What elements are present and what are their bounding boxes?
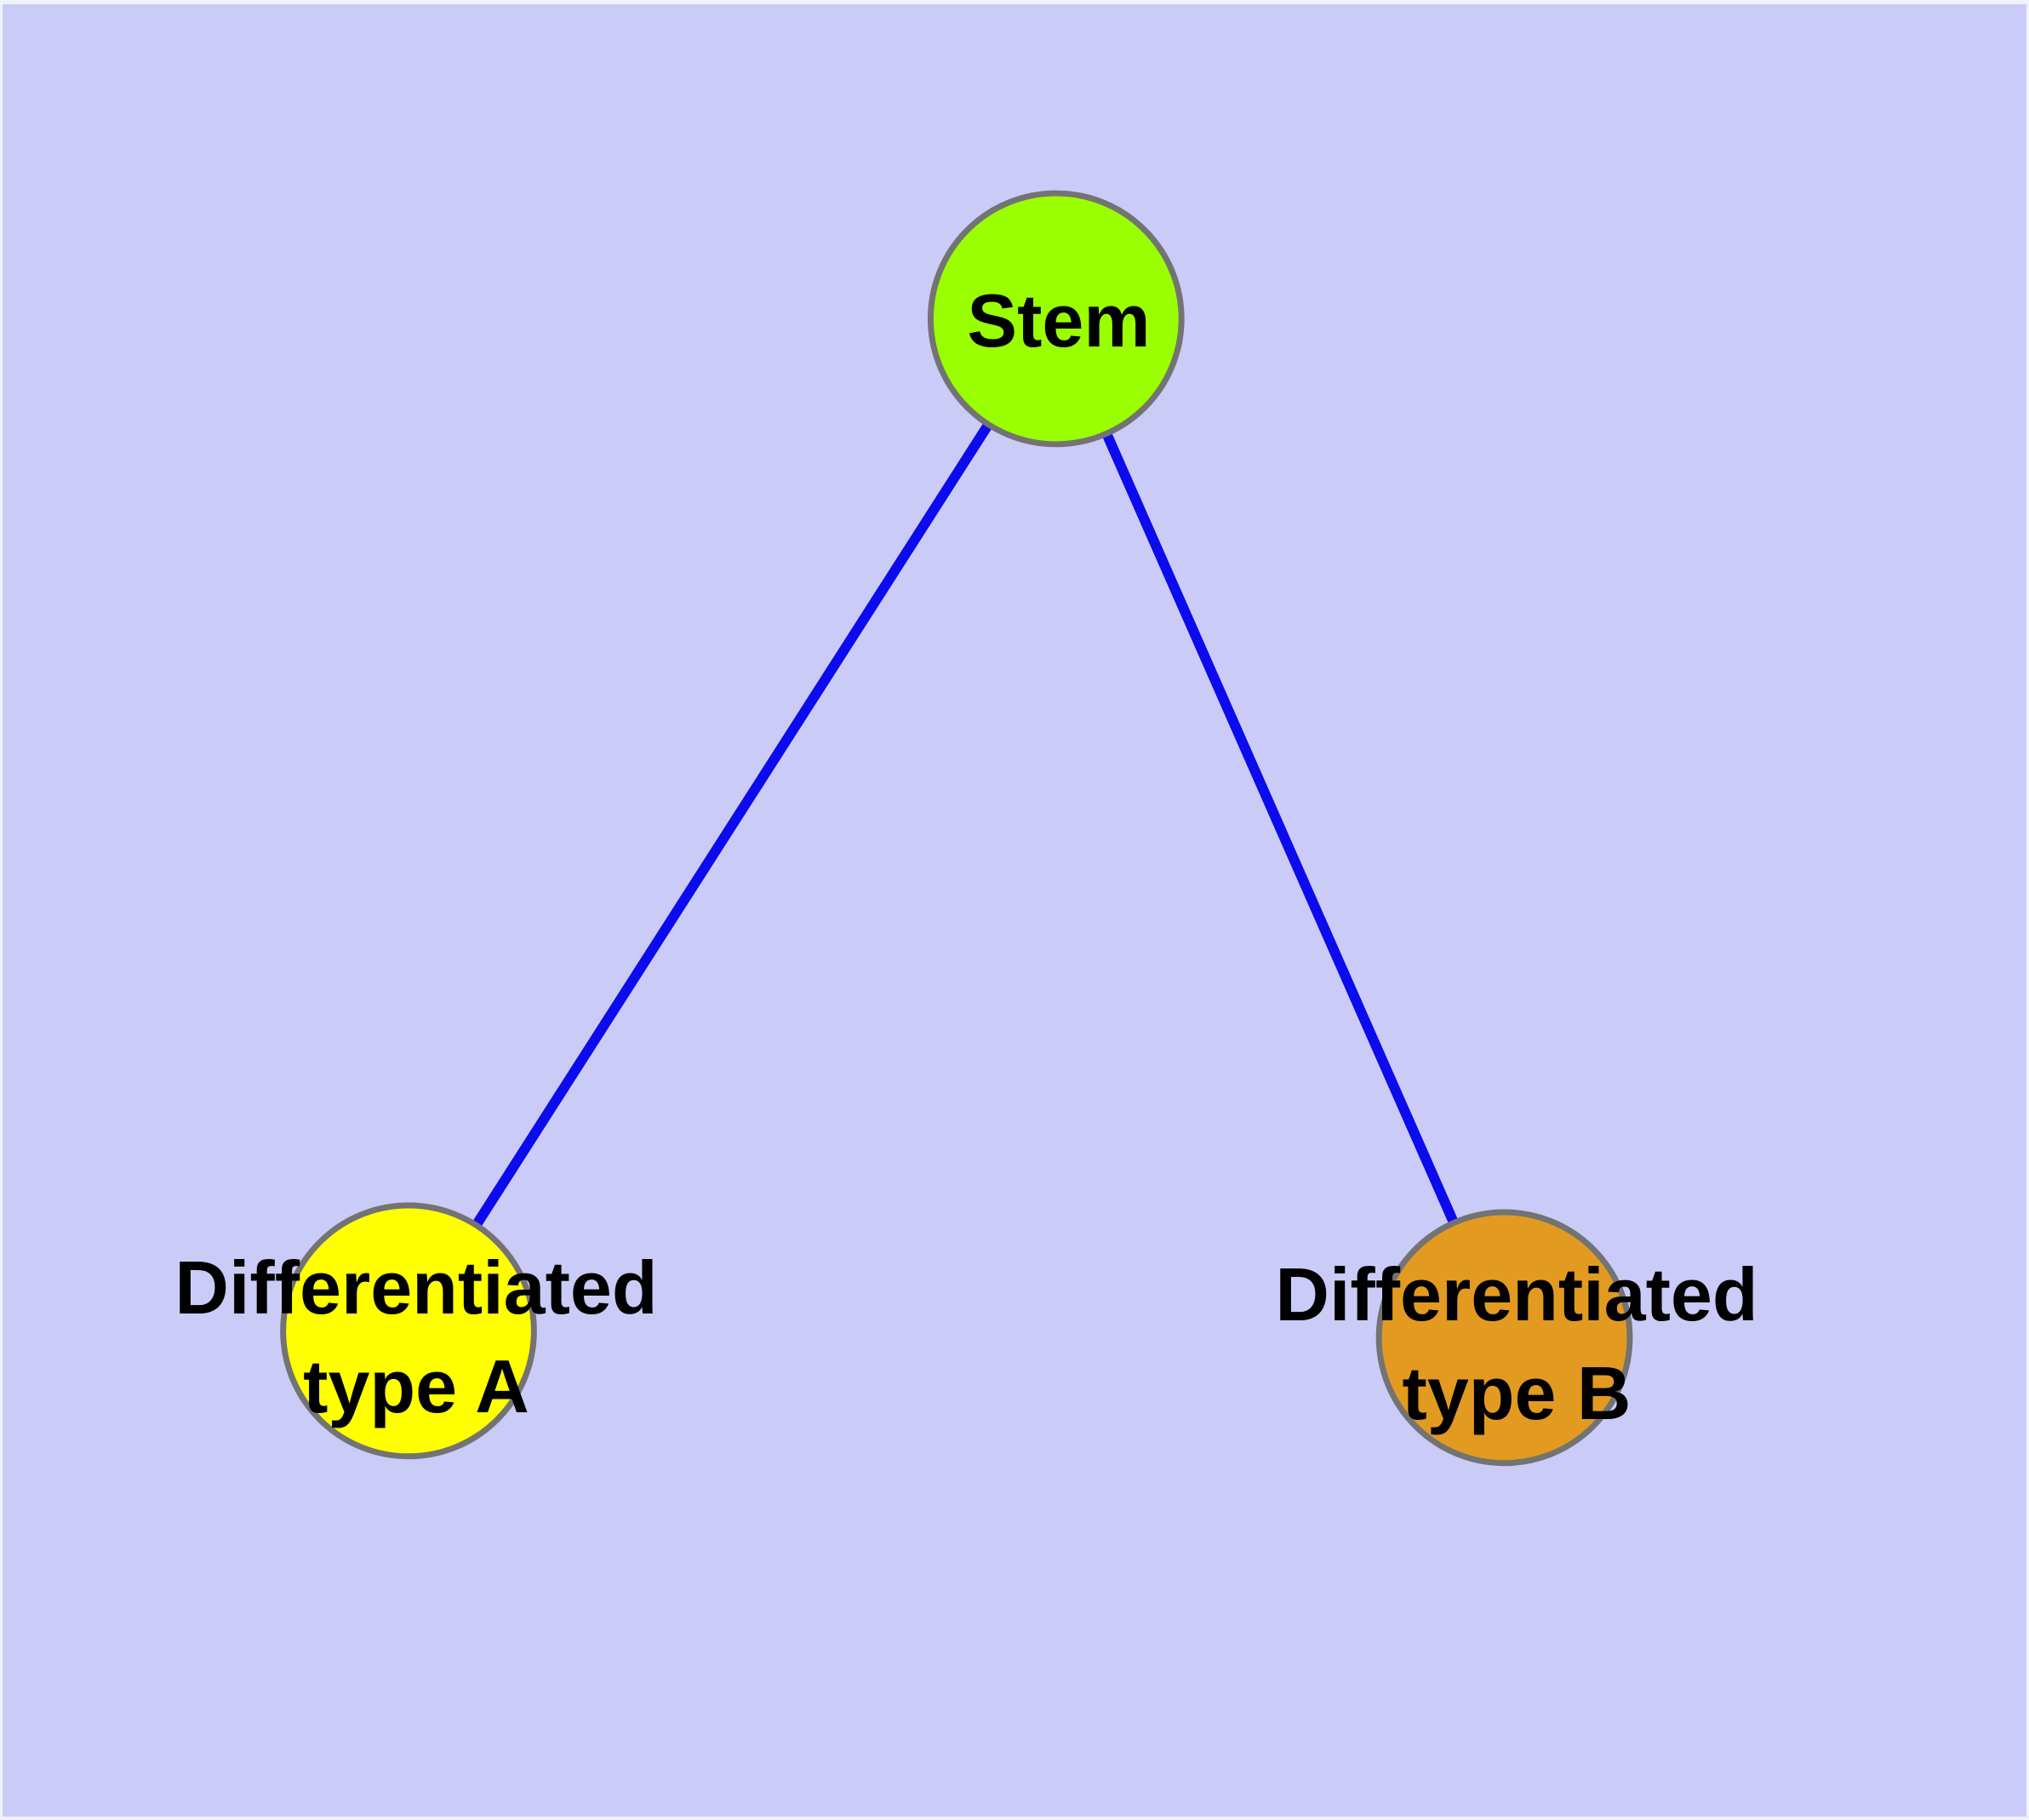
node-differentiated-type-a [280,1202,537,1460]
edge-stem-to-type-a [403,316,1060,1334]
node-type-a-label-line1: Differentiated [174,1245,658,1330]
node-type-a-label: Differentiated type A [174,1239,657,1436]
node-type-a-label-line2: type A [303,1344,529,1428]
node-stem [927,190,1185,448]
node-type-b-label: Differentiated type B [1275,1245,1758,1443]
node-type-b-label-line2: type B [1402,1351,1632,1435]
node-type-b-label-line1: Differentiated [1275,1252,1758,1336]
node-stem-label: Stem [967,278,1151,363]
node-differentiated-type-b [1375,1209,1633,1467]
plot-background: Stem Differentiated type A Differentiate… [3,4,2026,1817]
graph-svg [280,190,1633,1467]
edge-stem-to-type-b [1051,317,1510,1340]
